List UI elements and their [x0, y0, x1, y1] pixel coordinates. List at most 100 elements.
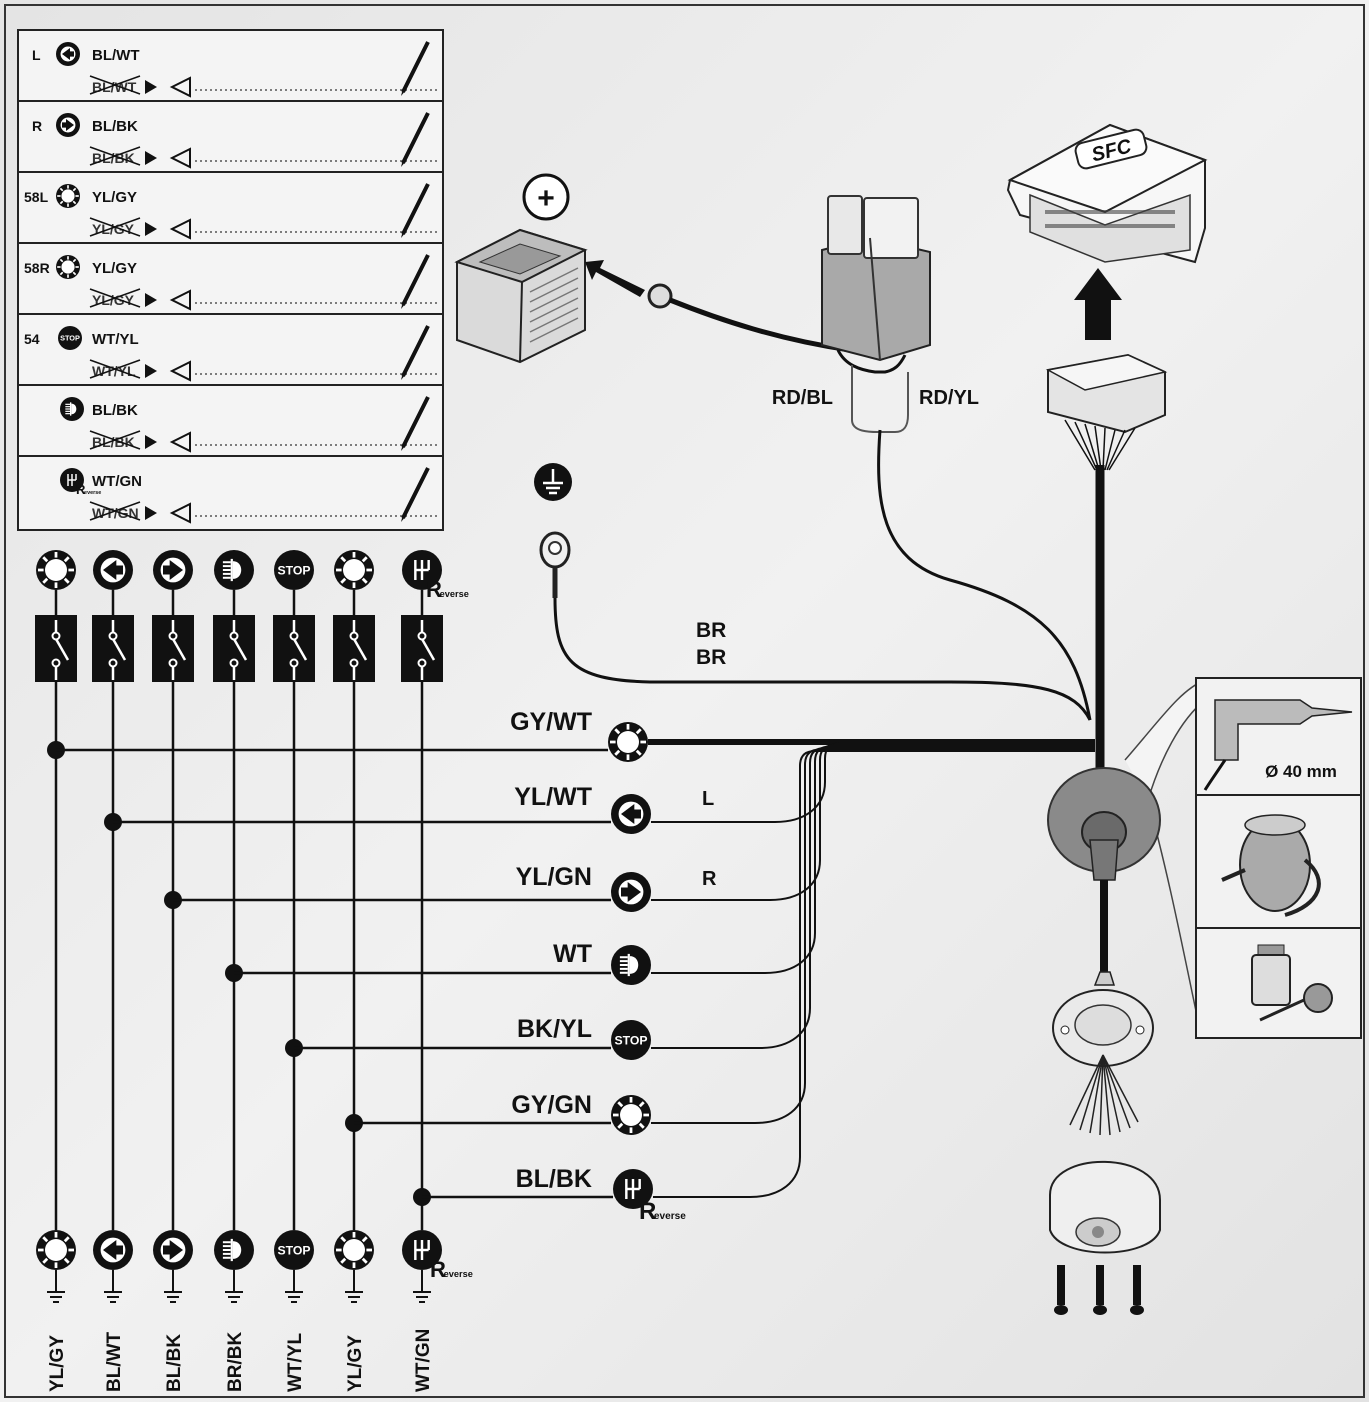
- table-row: BL/BK BL/BK: [18, 384, 443, 453]
- function-code: L: [32, 47, 41, 63]
- wire-color-code: BL/WT: [92, 47, 139, 64]
- side-label: R: [702, 868, 717, 890]
- wire-color-cut: BL/BK: [92, 150, 135, 166]
- battery-plus-sign: +: [537, 182, 555, 215]
- bottom-wire-label: WT/GN: [413, 1329, 434, 1392]
- ground-connection: BR BR: [534, 463, 1092, 721]
- reverse-word: everse: [654, 1211, 686, 1222]
- tail-light-icon: [36, 1230, 76, 1270]
- brake-stop-icon: STOP: [58, 326, 82, 350]
- right-indicator-icon: [153, 1230, 193, 1270]
- wire-color-code: YL/GY: [92, 260, 137, 277]
- bottom-wire-label: YL/GY: [47, 1335, 68, 1392]
- control-module: SFC: [1006, 123, 1208, 340]
- function-code: R: [32, 118, 42, 134]
- wire-color-code: WT/GN: [92, 473, 142, 490]
- fog-light-icon: [214, 1230, 254, 1270]
- brake-stop-icon: STOP: [274, 1230, 314, 1270]
- tail-light-icon: [334, 1230, 374, 1270]
- table-row: 58R YL/GY YL/GY: [18, 242, 443, 311]
- wire-color-cut: YL/GY: [92, 292, 135, 308]
- wire-color-cut: BL/WT: [92, 79, 137, 95]
- stop-icon-text: STOP: [277, 563, 310, 577]
- wire-color-code: BL/BK: [92, 402, 138, 419]
- paint-bottle-illustration: [1251, 944, 1333, 1022]
- wire-color-label: WT: [553, 940, 592, 968]
- switch-column: BR/BK: [213, 550, 255, 1392]
- function-code: 54: [24, 331, 40, 347]
- reverse-light-icon: [613, 1169, 653, 1209]
- wire-color-label: BL/BK: [516, 1165, 592, 1193]
- wire-color-table: L BL/WT BL/WT R BL/BK BL/BK 58L YL/GY YL/GY 58R YL…: [17, 29, 444, 531]
- stop-icon-text: STOP: [277, 1243, 310, 1257]
- left-indicator-icon: [56, 42, 80, 66]
- wire-color-code: WT/YL: [92, 331, 139, 348]
- br-label-1: BR: [696, 619, 726, 642]
- wire-color-cut: YL/GY: [92, 221, 135, 237]
- reverse-word: everse: [84, 490, 101, 496]
- wire-color-cut: WT/YL: [92, 363, 136, 379]
- right-indicator-icon: [611, 872, 651, 912]
- brake-stop-icon: STOP: [274, 550, 314, 590]
- fog-light-icon: [611, 945, 651, 985]
- wire-row: GY/WT: [56, 708, 1095, 762]
- side-label: L: [702, 788, 714, 810]
- table-row: R BL/BK BL/BK: [18, 100, 443, 169]
- switch-column: YL/GY: [35, 550, 77, 1392]
- bottom-wire-label: BR/BK: [225, 1332, 246, 1392]
- reverse-light-icon: [60, 468, 84, 492]
- drill-illustration: [1203, 699, 1353, 791]
- wire-color-code: BL/BK: [92, 118, 138, 135]
- reverse-light-icon: [402, 550, 442, 590]
- reverse-word: everse: [440, 589, 469, 599]
- left-indicator-icon: [93, 550, 133, 590]
- function-code: 58R: [24, 260, 50, 276]
- stop-icon-text: STOP: [60, 334, 80, 343]
- table-row: L BL/WT BL/WT: [32, 41, 438, 98]
- tail-light-icon: [608, 722, 648, 762]
- tail-light-icon: [36, 550, 76, 590]
- tail-light-icon: [611, 1095, 651, 1135]
- right-indicator-icon: [56, 113, 80, 137]
- fog-light-icon: [214, 550, 254, 590]
- tail-light-left-icon: [56, 184, 80, 208]
- tail-light-icon: [334, 550, 374, 590]
- table-row: 58L YL/GY YL/GY: [18, 171, 443, 240]
- wire-color-label: YL/WT: [514, 783, 592, 811]
- reverse-r-letter: R: [430, 1257, 446, 1282]
- left-indicator-icon: [611, 794, 651, 834]
- harness-connector: [1045, 353, 1168, 471]
- reverse-r-letter: R: [76, 482, 86, 497]
- wire-color-label: BK/YL: [517, 1015, 592, 1043]
- relay-module: RD/BL RD/YL: [772, 195, 1092, 721]
- reverse-light-icon: [402, 1230, 442, 1270]
- switch-column: STOP STOP WT/YL: [273, 550, 315, 1392]
- wire-color-label: GY/GN: [511, 1091, 592, 1119]
- br-label-2: BR: [696, 646, 726, 669]
- vacuum-cleaner-illustration: [1221, 814, 1321, 917]
- switch-column: BL/BK: [152, 550, 194, 1392]
- bottom-wire-label: WT/YL: [285, 1333, 306, 1392]
- left-indicator-icon: [93, 1230, 133, 1270]
- reverse-word: everse: [444, 1269, 473, 1279]
- reverse-r-letter: R: [426, 577, 442, 602]
- stop-icon-text: STOP: [614, 1033, 647, 1047]
- switch-column: BL/WT: [92, 550, 134, 1392]
- switch-column: YL/GY: [333, 550, 375, 1392]
- bottom-wire-label: YL/GY: [345, 1335, 366, 1392]
- wire-color-label: YL/GN: [516, 863, 592, 891]
- tools-panel: Ø 40 mm: [1195, 677, 1362, 1039]
- wire-color-code: YL/GY: [92, 189, 137, 206]
- wire-color-cut: WT/GN: [92, 505, 139, 521]
- bottom-wire-label: BL/WT: [104, 1331, 125, 1392]
- table-row: 54 STOP WT/YL WT/YL: [18, 313, 443, 382]
- drill-size-label: Ø 40 mm: [1265, 762, 1337, 781]
- wire-color-cut: BL/BK: [92, 434, 135, 450]
- function-code: 58L: [24, 189, 49, 205]
- reverse-r-letter: R: [639, 1198, 656, 1225]
- fog-light-icon: [60, 397, 84, 421]
